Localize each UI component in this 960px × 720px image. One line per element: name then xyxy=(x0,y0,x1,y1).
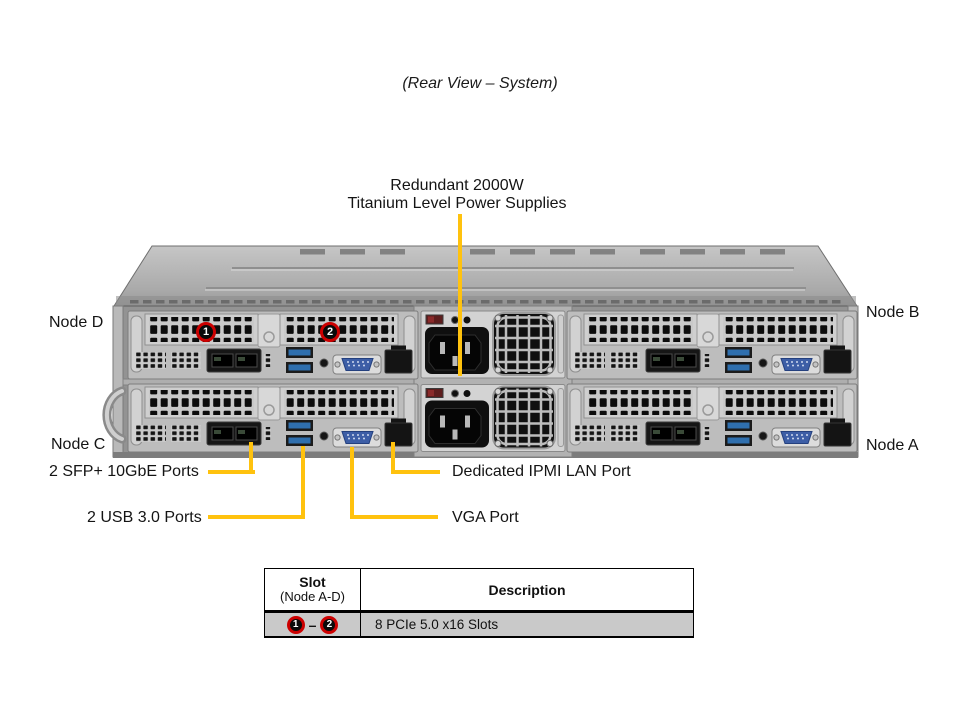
table-row-slot-cell: 1 – 2 xyxy=(265,613,361,636)
chassis-top-lid xyxy=(113,245,858,307)
usb-callout-line-h xyxy=(208,515,305,519)
node-c-panel xyxy=(127,383,419,453)
psu-callout-line2: Titanium Level Power Supplies xyxy=(347,194,567,212)
node-d-panel xyxy=(127,310,419,380)
node-c-label: Node C xyxy=(51,436,106,453)
table-slot-badge-2: 2 xyxy=(320,615,339,634)
vga-callout-line-h xyxy=(350,515,438,519)
table-slot-badge-1: 1 xyxy=(286,615,305,634)
table-header-slot-title: Slot xyxy=(299,574,326,590)
table-row: 1 – 2 8 PCIe 5.0 x16 Slots xyxy=(265,613,693,636)
node-a-panel xyxy=(566,383,858,453)
slot-description-table: Slot (Node A-D) Description 1 – 2 8 PCIe… xyxy=(264,568,694,638)
node-b-panel xyxy=(566,310,858,380)
figure-title: (Rear View – System) xyxy=(402,75,558,92)
usb-ports-label: 2 USB 3.0 Ports xyxy=(87,509,202,526)
psu-top xyxy=(419,309,567,380)
table-row-description-cell: 8 PCIe 5.0 x16 Slots xyxy=(375,617,499,632)
sfp-ports-label: 2 SFP+ 10GbE Ports xyxy=(49,463,199,480)
slot-badge-2: 2 xyxy=(320,322,340,342)
slot-range-dash: – xyxy=(308,616,317,633)
psu-bottom xyxy=(419,383,567,453)
usb-callout-line-v xyxy=(301,446,305,519)
node-a-label: Node A xyxy=(866,437,919,454)
table-header-description-title: Description xyxy=(488,581,566,598)
chassis-rear-face xyxy=(102,305,859,458)
slot-badge-1: 1 xyxy=(196,322,216,342)
table-header-description: Description xyxy=(361,569,693,610)
sfp-callout-line-h xyxy=(208,470,255,474)
psu-callout-line xyxy=(458,214,462,376)
table-header-slot: Slot (Node A-D) xyxy=(265,569,361,610)
table-header-row: Slot (Node A-D) Description xyxy=(265,569,693,613)
ipmi-callout-line-h xyxy=(391,470,440,474)
vga-port-label: VGA Port xyxy=(452,509,519,526)
node-d-label: Node D xyxy=(49,314,104,331)
vga-callout-line-v xyxy=(350,447,354,519)
sfp-callout-line-v xyxy=(249,442,253,474)
ipmi-callout-line-v xyxy=(391,442,395,474)
ipmi-lan-label: Dedicated IPMI LAN Port xyxy=(452,463,631,480)
node-b-label: Node B xyxy=(866,304,920,321)
psu-callout-label: Redundant 2000W Titanium Level Power Sup… xyxy=(277,177,637,212)
psu-callout-line1: Redundant 2000W xyxy=(390,177,524,194)
table-header-slot-subtitle: (Node A-D) xyxy=(279,589,346,604)
